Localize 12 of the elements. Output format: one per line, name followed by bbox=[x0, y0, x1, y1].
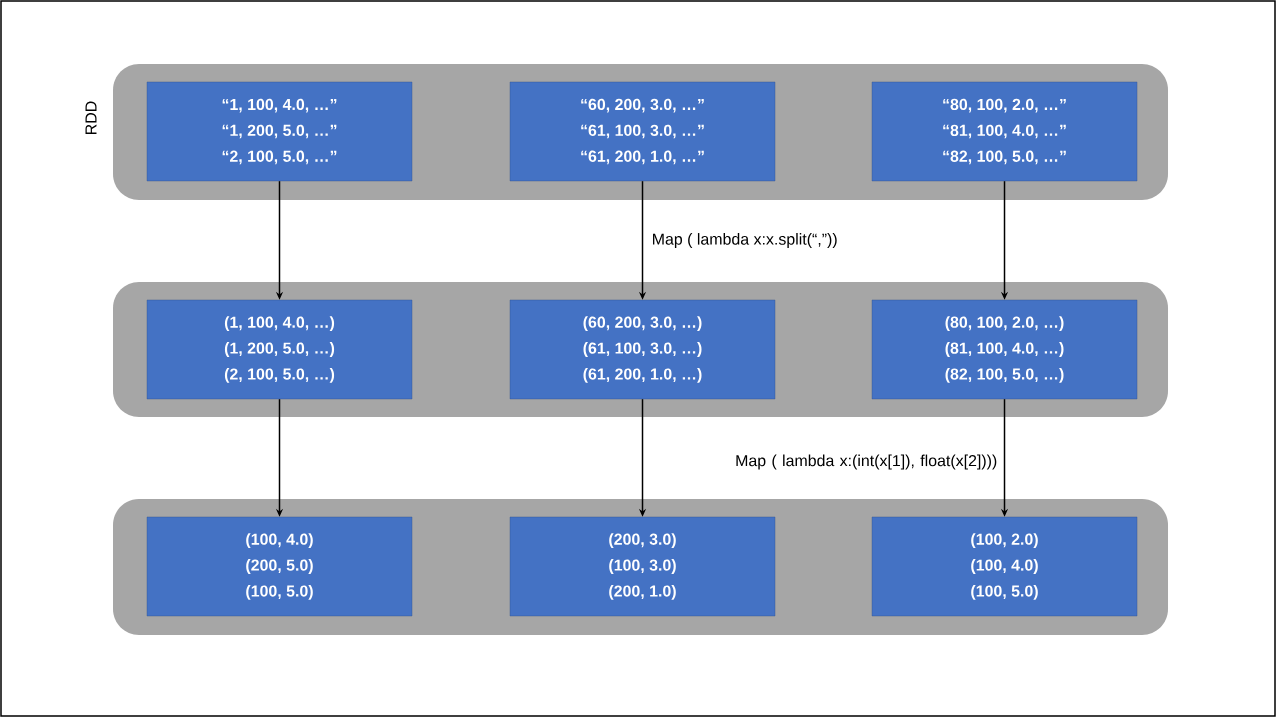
data-box: “60, 200, 3.0, …” “61, 100, 3.0, …” “61, 200, 1.0, …” bbox=[509, 81, 776, 182]
data-box: “80, 100, 2.0, …” “81, 100, 4.0, …” “82, 100, 5.0, …” bbox=[871, 81, 1138, 182]
data-box: (100, 2.0) (100, 4.0) (100, 5.0) bbox=[871, 516, 1138, 617]
edge-label: Map ( lambda x:x.split(“,”)) bbox=[653, 233, 837, 248]
data-box: (80, 100, 2.0, …) (81, 100, 4.0, …) (82, 100, 5.0, …) bbox=[871, 299, 1138, 400]
data-box: (200, 3.0) (100, 3.0) (200, 1.0) bbox=[509, 516, 776, 617]
data-box: (1, 100, 4.0, …) (1, 200, 5.0, …) (2, 100, 5.0, …) bbox=[146, 299, 413, 400]
data-box: “1, 100, 4.0, …” “1, 200, 5.0, …” “2, 100, 5.0, …” bbox=[146, 81, 413, 182]
side-label: RDD bbox=[85, 101, 97, 134]
edge-label: Map ( lambda x:(int(x[1]), float(x[2]))) bbox=[736, 454, 997, 470]
data-box: (60, 200, 3.0, …) (61, 100, 3.0, …) (61, 200, 1.0, …) bbox=[509, 299, 776, 400]
data-box: (100, 4.0) (200, 5.0) (100, 5.0) bbox=[146, 516, 413, 617]
